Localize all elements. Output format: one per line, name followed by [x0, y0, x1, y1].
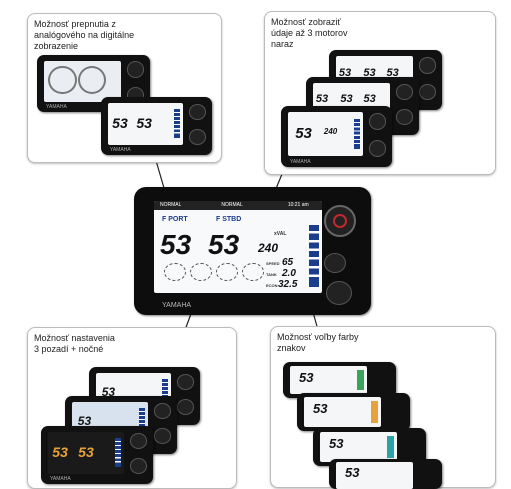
rpm-stbd: 53	[208, 229, 240, 260]
thumb-gauge-color-blue: 53	[329, 459, 442, 489]
thumb-gauge-color-orange: 53	[297, 393, 410, 431]
thumb-gauge-color-green: 53	[283, 362, 396, 398]
rpm-port: 53	[160, 229, 192, 260]
thumb-gauge-digital: 53 53 YAMAHA	[101, 97, 212, 155]
dial-knob[interactable]	[324, 205, 356, 237]
callout-text: Možnosť nastavenia 3 pozadí + nočné	[34, 333, 115, 354]
thumb-gauge-bg-night: 53 53 YAMAHA	[41, 426, 153, 484]
callout-text: Možnosť prepnutia z analógového na digit…	[34, 19, 135, 51]
menu-button[interactable]	[326, 281, 352, 305]
callout-text: Možnosť zobraziť údaje až 3 motorov nara…	[271, 17, 348, 49]
gauge-button[interactable]	[324, 253, 346, 273]
thumb-gauge-3eng-front: 53 240 YAMAHA	[281, 106, 392, 167]
callout-text: Možnosť voľby farby znakov	[277, 332, 359, 353]
